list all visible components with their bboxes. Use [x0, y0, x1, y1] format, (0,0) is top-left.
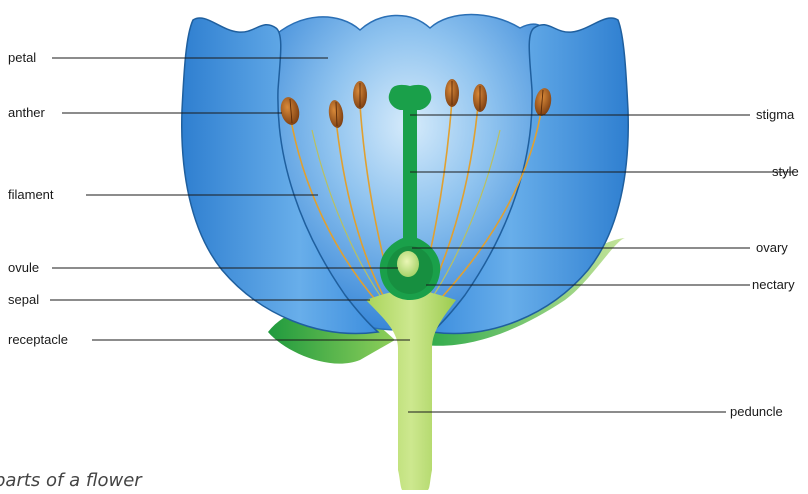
- label-petal: petal: [8, 50, 36, 65]
- label-stigma: stigma: [756, 107, 795, 122]
- label-anther: anther: [8, 105, 46, 120]
- label-nectary: nectary: [752, 277, 795, 292]
- label-filament: filament: [8, 187, 54, 202]
- label-ovule: ovule: [8, 260, 39, 275]
- label-peduncle: peduncle: [730, 404, 783, 419]
- ovule: [397, 251, 419, 277]
- label-style: style: [772, 164, 799, 179]
- label-ovary: ovary: [756, 240, 788, 255]
- figure-caption: parts of a flower: [0, 470, 143, 491]
- label-receptacle: receptacle: [8, 332, 68, 347]
- stigma: [389, 85, 432, 110]
- label-sepal: sepal: [8, 292, 39, 307]
